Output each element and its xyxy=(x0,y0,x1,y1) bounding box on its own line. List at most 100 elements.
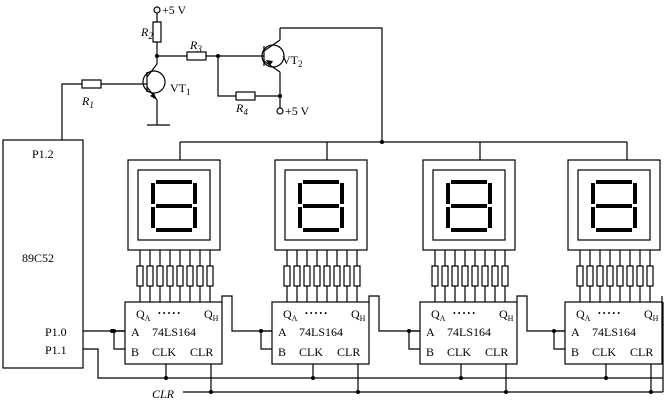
segment-resistor xyxy=(576,265,584,287)
cascade-wire xyxy=(221,295,272,332)
segment-resistor xyxy=(323,265,331,287)
segment-resistor xyxy=(481,265,489,287)
r1-label: R1 xyxy=(81,94,94,110)
mcu-pin-p11-label: P1.1 xyxy=(45,343,67,357)
display-segment xyxy=(193,183,197,204)
clr-pin-label: CLR xyxy=(190,345,213,359)
common-anode-supply-wire xyxy=(280,27,383,142)
shift-register-chip xyxy=(564,301,663,365)
segment-resistor xyxy=(353,265,361,287)
display-segment xyxy=(303,228,339,232)
display-segment xyxy=(303,180,339,184)
pin-a-label: A xyxy=(131,325,140,339)
chip-part-label: 74LS164 xyxy=(447,325,491,339)
display-segment xyxy=(591,183,595,204)
shift-register-chip xyxy=(271,301,370,365)
cascade-wire xyxy=(516,295,565,332)
display-segment xyxy=(340,183,344,204)
clr-pin-label: CLR xyxy=(485,345,508,359)
display-segment xyxy=(633,207,637,228)
display-segment xyxy=(156,204,192,208)
transistor-vt1 xyxy=(142,70,166,94)
pin-a-label: A xyxy=(426,325,435,339)
segment-resistor xyxy=(616,265,624,287)
segment-resistor xyxy=(596,265,604,287)
q-dots: • • • • • xyxy=(158,309,180,318)
p11-clock-bus xyxy=(83,348,663,379)
display-segment xyxy=(298,207,302,228)
mcu-body xyxy=(2,139,84,369)
display-segment xyxy=(446,207,450,228)
pin-b-label: B xyxy=(131,345,139,359)
display-segment xyxy=(298,183,302,204)
clk-pin-label: CLK xyxy=(152,345,176,359)
clk-pin-label: CLK xyxy=(447,345,471,359)
segment-resistor xyxy=(333,265,341,287)
segment-resistor xyxy=(461,265,469,287)
segment-resistor xyxy=(176,265,184,287)
display-segment xyxy=(488,183,492,204)
segment-resistor xyxy=(196,265,204,287)
pin-a-label: A xyxy=(571,325,580,339)
display-segment xyxy=(156,228,192,232)
clr-pin-label: CLR xyxy=(630,345,653,359)
segment-resistor xyxy=(146,265,154,287)
segment-resistor xyxy=(491,265,499,287)
segment-resistor xyxy=(303,265,311,287)
q-dots: • • • • • xyxy=(598,309,620,318)
pin-b-label: B xyxy=(426,345,434,359)
segment-resistor xyxy=(283,265,291,287)
segment-resistor xyxy=(186,265,194,287)
r4-label: R4 xyxy=(235,101,248,117)
display-segment xyxy=(303,204,339,208)
display-segment xyxy=(633,183,637,204)
clk-pin-label: CLK xyxy=(299,345,323,359)
pin-b-label: B xyxy=(571,345,579,359)
segment-resistor xyxy=(586,265,594,287)
display-segment xyxy=(596,204,632,208)
cascade-wire xyxy=(368,295,420,332)
display-segment xyxy=(451,180,487,184)
display-segment xyxy=(451,204,487,208)
display-segment xyxy=(596,180,632,184)
segment-resistor xyxy=(451,265,459,287)
r3-label: R3 xyxy=(189,38,202,54)
p12-wire xyxy=(61,83,82,140)
qa-pin-label: QA xyxy=(576,307,591,323)
clr-pin-label: CLR xyxy=(337,345,360,359)
pin-b-label: B xyxy=(278,345,286,359)
display-segment xyxy=(193,207,197,228)
resistor-r2 xyxy=(152,21,162,43)
segment-resistor xyxy=(626,265,634,287)
qh-pin-label: QH xyxy=(644,307,659,323)
segment-resistor xyxy=(313,265,321,287)
vt2-label: VT2 xyxy=(282,53,303,69)
qh-pin-label: QH xyxy=(351,307,366,323)
display-segment xyxy=(488,207,492,228)
chip-part-label: 74LS164 xyxy=(152,325,196,339)
segment-resistor xyxy=(431,265,439,287)
segment-resistor xyxy=(471,265,479,287)
display-segment xyxy=(151,207,155,228)
mcu-pin-p12-label: P1.2 xyxy=(32,147,54,161)
shift-register-chip xyxy=(124,301,223,365)
driver-circuit: R1 VT1 +5 V R2 R3 R4 +5 V xyxy=(61,3,383,142)
vcc-label-top: +5 V xyxy=(162,3,187,17)
segment-resistor xyxy=(606,265,614,287)
vcc-terminal-top xyxy=(153,6,161,14)
transistor-vt2 xyxy=(261,44,285,68)
qa-pin-label: QA xyxy=(431,307,446,323)
q-dots: • • • • • xyxy=(305,309,327,318)
display-segment xyxy=(151,183,155,204)
segment-resistor xyxy=(343,265,351,287)
shift-register-chip xyxy=(419,301,518,365)
segment-resistor xyxy=(646,265,654,287)
resistor-r4 xyxy=(235,91,256,101)
clr-bus-label: CLR xyxy=(152,387,175,401)
segment-resistor xyxy=(441,265,449,287)
